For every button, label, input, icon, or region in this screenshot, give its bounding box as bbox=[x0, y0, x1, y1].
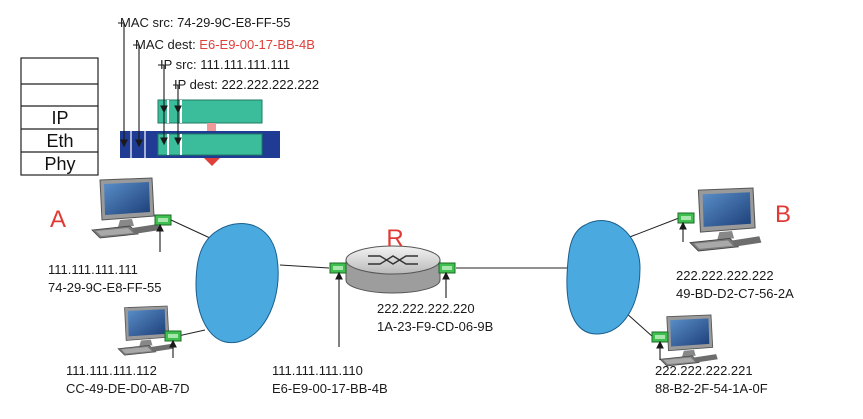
subnet-left-cloud bbox=[195, 222, 279, 344]
ip-datagram bbox=[157, 99, 263, 124]
host-a-interface-icon bbox=[154, 214, 172, 226]
host-b-computer-icon bbox=[689, 187, 762, 252]
network-links bbox=[170, 217, 680, 338]
header-pointers bbox=[118, 22, 182, 148]
router-label: R bbox=[386, 225, 403, 252]
host-b2-computer-icon bbox=[659, 314, 719, 367]
protocol-stack: IP Eth Phy bbox=[20, 57, 99, 176]
router-left-mac: E6-E9-00-17-BB-4B bbox=[272, 381, 388, 396]
stack-layer-eth: Eth bbox=[46, 131, 73, 151]
ip-dest-label: IP dest: 222.222.222.222 bbox=[174, 77, 319, 92]
ip-src-label: IP src: 111.111.111.111 bbox=[160, 57, 290, 72]
stack-layer-phy: Phy bbox=[44, 154, 75, 174]
stack-layer-ip: IP bbox=[51, 108, 68, 128]
router-right-interface-icon bbox=[438, 262, 456, 274]
router-icon bbox=[345, 245, 441, 294]
host-b-letter: B bbox=[775, 201, 791, 228]
mac-src-label: MAC src: 74-29-9C-E8-FF-55 bbox=[120, 15, 291, 30]
host-b-interface-icon bbox=[677, 212, 695, 224]
router-right-ip: 222.222.222.220 bbox=[377, 301, 475, 316]
router-left-ip: 111.111.111.110 bbox=[272, 363, 363, 378]
host-a-ip: 111.111.111.111 bbox=[48, 262, 138, 277]
router-right-mac: 1A-23-F9-CD-06-9B bbox=[377, 319, 493, 334]
host-b-mac: 49-BD-D2-C7-56-2A bbox=[676, 286, 794, 301]
mac-dest-label: MAC dest: E6-E9-00-17-BB-4B bbox=[135, 37, 315, 52]
host-a-letter: A bbox=[50, 206, 66, 233]
subnet-right-cloud bbox=[566, 220, 641, 335]
host-b-ip: 222.222.222.222 bbox=[676, 268, 774, 283]
host-a2-ip: 111.111.111.112 bbox=[66, 363, 157, 378]
ethernet-frame bbox=[120, 99, 280, 166]
host-b2-mac: 88-B2-2F-54-1A-0F bbox=[655, 381, 768, 396]
host-a2-mac: CC-49-DE-D0-AB-7D bbox=[66, 381, 190, 396]
interface-pointers bbox=[156, 221, 687, 360]
down-arrow-icon bbox=[204, 158, 220, 166]
host-a-computer-icon bbox=[91, 177, 161, 239]
host-b2-ip: 222.222.222.221 bbox=[655, 363, 753, 378]
host-b2-interface-icon bbox=[651, 331, 669, 343]
host-a2-interface-icon bbox=[164, 330, 182, 342]
host-a-mac: 74-29-9C-E8-FF-55 bbox=[48, 280, 161, 295]
router-left-interface-icon bbox=[329, 262, 347, 274]
